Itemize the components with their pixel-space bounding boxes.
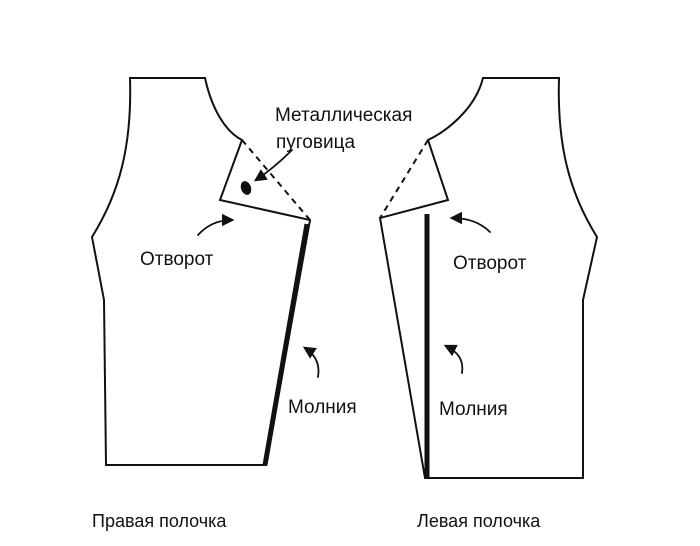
zipper-right-pointer-arrow: [302, 346, 320, 378]
left-front-piece: [378, 77, 599, 479]
lapel-label-left: Отворот: [453, 253, 527, 274]
caption-right-front: Правая полочка: [92, 511, 227, 531]
button-pointer-arrow: [253, 149, 293, 182]
metal-button: [240, 181, 252, 195]
lapel-left-pointer-arrow: [449, 211, 491, 233]
lapel-label-right: Отворот: [140, 249, 214, 270]
left-lapel-fold-line: [379, 139, 429, 219]
zipper-label-right: Молния: [288, 397, 357, 418]
right-front-outline: [90, 77, 312, 466]
zipper-left-pointer-arrow: [443, 344, 464, 374]
right-zipper: [262, 223, 310, 466]
zipper-label-left: Молния: [439, 399, 508, 420]
caption-left-front: Левая полочка: [417, 511, 541, 531]
button-label-line-2: пуговица: [276, 132, 355, 153]
button-label-line-1: Металлическая: [275, 105, 412, 126]
lapel-right-pointer-arrow: [197, 213, 235, 236]
right-front-piece: [90, 77, 312, 466]
left-front-outline: [378, 77, 599, 479]
